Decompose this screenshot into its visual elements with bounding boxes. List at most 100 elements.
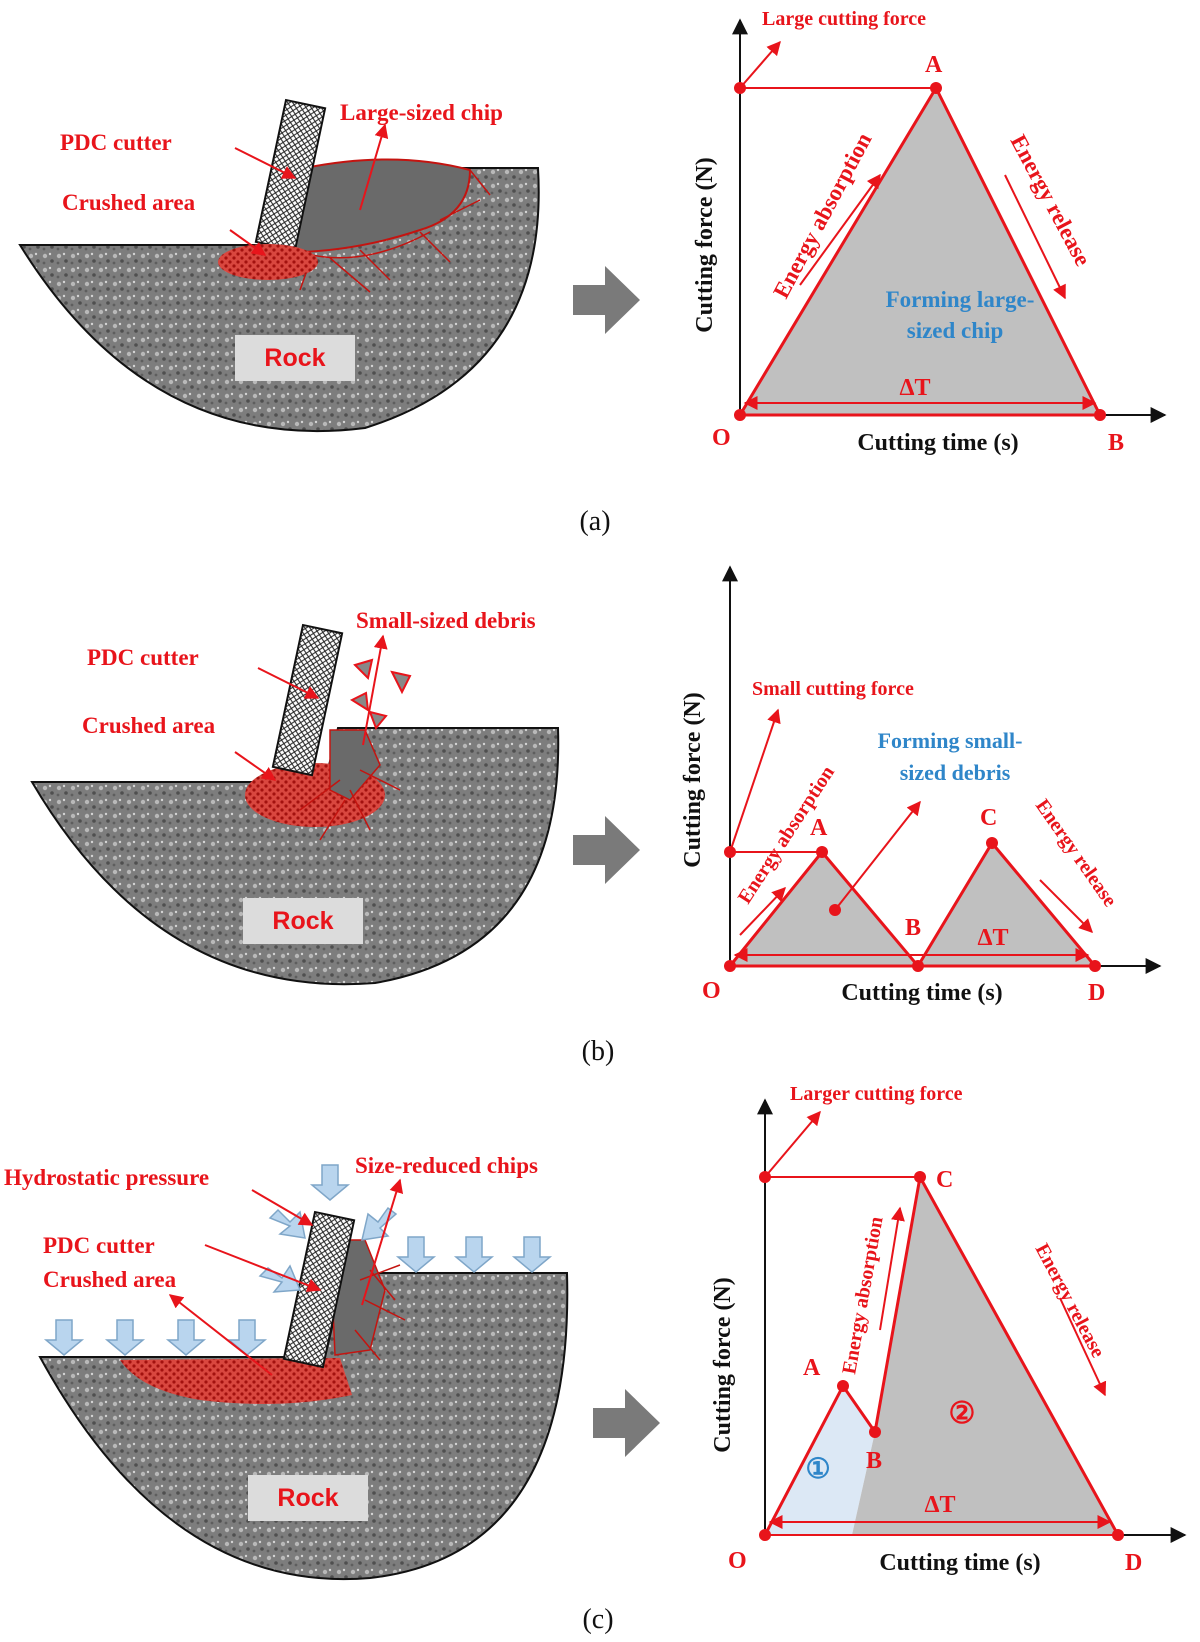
point-C xyxy=(914,1171,926,1183)
y-axis-label: Cutting force (N) xyxy=(680,692,706,868)
label-C: C xyxy=(980,805,997,831)
chips-label: Size-reduced chips xyxy=(355,1153,538,1178)
pdc-pointer xyxy=(257,667,320,699)
crushed-pointer xyxy=(229,229,267,256)
point-O xyxy=(724,960,736,972)
caption-c: (c) xyxy=(582,1604,613,1635)
point-B xyxy=(869,1426,881,1438)
caption-b: (b) xyxy=(582,1036,615,1067)
point-D xyxy=(1112,1529,1124,1541)
caption-a: (a) xyxy=(579,506,610,537)
crushed-pointer xyxy=(168,1294,273,1376)
label-A: A xyxy=(925,52,943,78)
chips-pointer xyxy=(361,1178,404,1306)
pdc-cutter-label: PDC cutter xyxy=(43,1233,155,1258)
pressure-arrow xyxy=(165,1319,207,1356)
forming-line-2: sized chip xyxy=(907,318,1003,343)
label-C: C xyxy=(936,1167,953,1193)
rock-label-box xyxy=(248,1475,368,1521)
pdc-cutter-label: PDC cutter xyxy=(87,645,199,670)
pdc-cutter-shape xyxy=(271,623,344,777)
pressure-arrow xyxy=(453,1236,495,1273)
delta-t-label: ΔT xyxy=(924,1492,955,1518)
label-O: O xyxy=(712,425,731,451)
x-axis-label: Cutting time (s) xyxy=(879,1550,1040,1576)
debris-zone xyxy=(329,729,381,801)
debris-piece xyxy=(368,710,388,730)
rock-illustration-b: Rock PDC cutter Crushed area Small-sized… xyxy=(30,608,560,986)
point-D xyxy=(1089,960,1101,972)
cracks xyxy=(299,769,401,841)
pressure-arrow xyxy=(268,1208,306,1239)
force-label: Small cutting force xyxy=(752,678,914,700)
crushed-pointer xyxy=(234,751,277,781)
panel-b: Rock PDC cutter Crushed area Small-sized… xyxy=(30,565,1162,1067)
pdc-pointer xyxy=(204,1244,322,1292)
panel-a: Rock PDC cutter Crushed area Large-sized… xyxy=(18,8,1167,537)
pressure-arrow xyxy=(395,1236,437,1273)
crushed-area-label: Crushed area xyxy=(82,713,216,738)
forming-line-1: Forming large- xyxy=(886,287,1035,312)
label-D: D xyxy=(1088,980,1105,1006)
delta-t-label: ΔT xyxy=(899,375,930,401)
pressure-arrows xyxy=(43,1164,553,1356)
debris-piece xyxy=(353,658,374,680)
label-B: B xyxy=(1108,430,1124,456)
delta-t-label: ΔT xyxy=(977,925,1008,951)
hydro-pointer xyxy=(251,1189,314,1226)
hydro-label: Hydrostatic pressure xyxy=(4,1165,209,1190)
crushed-area-label: Crushed area xyxy=(62,190,196,215)
force-label: Large cutting force xyxy=(762,8,926,30)
pressure-arrow xyxy=(511,1236,553,1273)
x-axis-label: Cutting time (s) xyxy=(857,430,1018,456)
point-O xyxy=(759,1529,771,1541)
point-A xyxy=(930,82,942,94)
first-triangle xyxy=(726,849,922,968)
pressure-arrow xyxy=(226,1319,268,1356)
point-A xyxy=(837,1380,849,1392)
panel-c: Rock Hydrostatic pressure PDC cutter Cru… xyxy=(4,1083,1187,1635)
force-chart-c: Larger cutting force Energy absorption E… xyxy=(710,1083,1187,1576)
rock-illustration-c: Rock Hydrostatic pressure PDC cutter Cru… xyxy=(4,1153,569,1581)
y-axis-label: Cutting force (N) xyxy=(710,1277,736,1453)
cracks xyxy=(354,1264,406,1361)
x-axis-label: Cutting time (s) xyxy=(841,980,1002,1006)
release-arrow xyxy=(1039,879,1093,933)
transition-arrow-a xyxy=(573,266,640,334)
rock-label-box xyxy=(243,898,363,944)
rock-body xyxy=(30,727,560,986)
release-arrow xyxy=(1059,1297,1107,1397)
pdc-cutter-label: PDC cutter xyxy=(60,130,172,155)
absorb-arrow xyxy=(879,1206,905,1331)
energy-triangle xyxy=(737,84,1103,417)
force-pointer xyxy=(729,708,781,853)
crushed-area-label: Crushed area xyxy=(43,1267,177,1292)
point-C xyxy=(986,837,998,849)
region-2-fill xyxy=(852,1177,1118,1535)
absorb-arrow xyxy=(739,886,786,936)
force-pointer xyxy=(739,40,781,89)
absorb-label: Energy absorption xyxy=(838,1215,887,1376)
rock-label: Rock xyxy=(277,1484,338,1512)
pressure-arrow xyxy=(309,1164,351,1201)
pressure-arrow xyxy=(43,1319,85,1356)
label-A: A xyxy=(810,815,828,841)
label-B: B xyxy=(866,1448,882,1474)
point-peak-level xyxy=(734,82,746,94)
cracks xyxy=(299,169,491,293)
point-peak-level xyxy=(759,1171,771,1183)
rock-illustration-a: Rock PDC cutter Crushed area Large-sized… xyxy=(18,98,540,432)
label-O: O xyxy=(728,1548,747,1574)
transition-arrow-b xyxy=(573,816,640,884)
point-forming xyxy=(829,904,841,916)
chip-pointer xyxy=(359,123,389,211)
region-1-fill xyxy=(765,1386,875,1535)
region-2-label: ② xyxy=(949,1397,976,1430)
rock-label: Rock xyxy=(272,907,333,935)
chip-label: Large-sized chip xyxy=(340,100,503,125)
crushed-area-shape xyxy=(218,244,318,280)
region-1-label: ① xyxy=(805,1454,830,1485)
forming-line-1: Forming small- xyxy=(878,728,1023,753)
release-label: Energy release xyxy=(1031,1240,1109,1361)
debris-piece xyxy=(390,670,412,695)
